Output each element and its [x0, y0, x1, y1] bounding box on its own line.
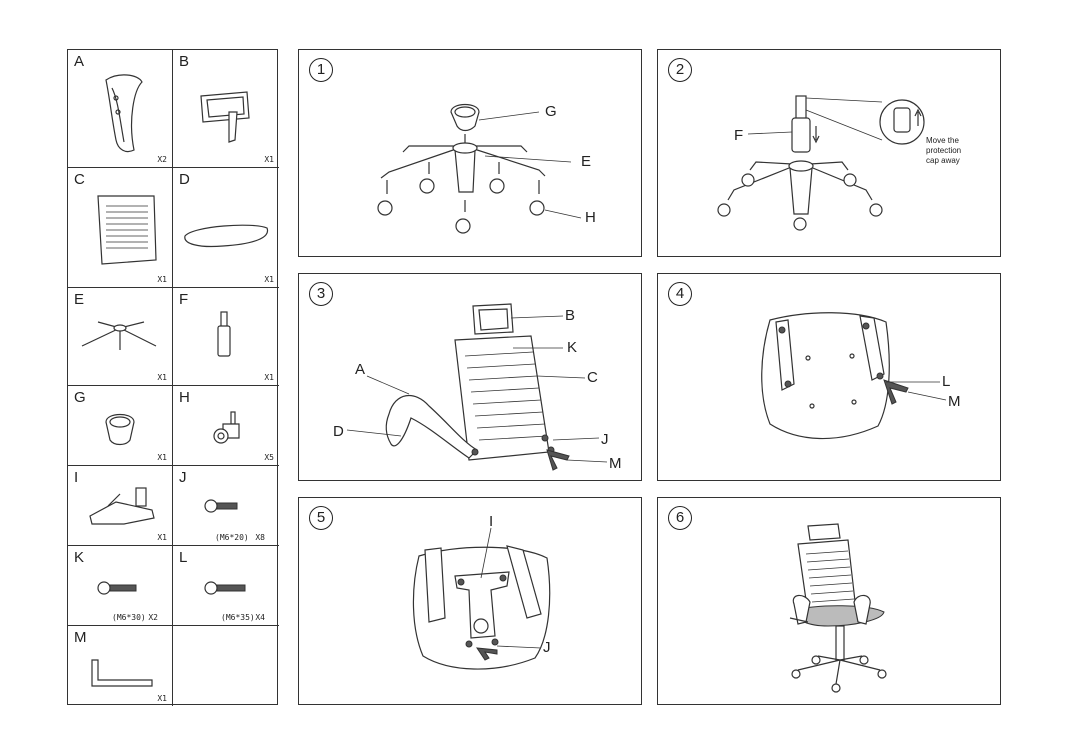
part-letter: G [74, 389, 86, 406]
step-3-panel: 3 B K C A D J M [298, 273, 642, 481]
step-number: 4 [668, 282, 692, 306]
part-qty: X1 [157, 275, 167, 284]
part-qty: X2 [148, 613, 158, 622]
part-letter: A [74, 53, 85, 70]
part-letter: K [74, 549, 85, 566]
step-number: 2 [668, 58, 692, 82]
label-l: L [942, 373, 951, 390]
label-b: B [565, 307, 576, 324]
label-c: C [587, 369, 598, 386]
step-1-panel: 1 G E H [298, 49, 642, 257]
part-cell-f: F X1 [173, 288, 279, 386]
part-qty: X1 [157, 694, 167, 703]
part-qty: X1 [264, 373, 274, 382]
part-letter: M [74, 629, 87, 646]
step-3-illustration [346, 303, 608, 471]
part-qty: X1 [157, 453, 167, 462]
label-a: A [355, 361, 366, 378]
mesh-backrest-icon [97, 195, 157, 265]
label-i: I [489, 513, 494, 530]
part-spec: (M6*20) [215, 533, 249, 542]
label-j: J [601, 431, 609, 448]
label-m: M [948, 393, 961, 410]
parts-list: A X2 B X1 C X1 D [67, 49, 279, 706]
note-line: cap away [926, 156, 960, 165]
part-letter: E [74, 291, 85, 308]
step-number: 6 [668, 506, 692, 530]
tilt-mechanism-icon [89, 487, 155, 525]
allen-key-icon [91, 659, 153, 687]
label-g: G [545, 103, 557, 120]
part-cell-i: I X1 [68, 466, 173, 546]
headrest-icon [200, 91, 250, 143]
step-number: 3 [309, 282, 333, 306]
step-6-assembled-chair [789, 523, 887, 693]
part-cell-e: E X1 [68, 288, 173, 386]
part-cell-a: A X2 [68, 50, 173, 168]
caster-wheel-icon [213, 411, 240, 444]
star-base-icon [81, 321, 157, 350]
part-letter: D [179, 171, 190, 188]
part-cell-b: B X1 [173, 50, 279, 168]
part-qty: X8 [255, 533, 265, 542]
part-letter: B [179, 53, 190, 70]
part-cell-j: J (M6*20) X8 [173, 466, 279, 546]
part-qty: X1 [264, 155, 274, 164]
part-spec: (M6*35) [221, 613, 255, 622]
label-d: D [333, 423, 344, 440]
part-qty: X5 [264, 453, 274, 462]
part-qty: X1 [157, 533, 167, 542]
casters [377, 162, 545, 234]
bolt-icon [204, 499, 238, 513]
part-letter: F [179, 291, 189, 308]
seat-cushion-icon [184, 224, 269, 248]
note-line: protection [926, 146, 962, 155]
step-1-illustration [377, 103, 582, 234]
step-number: 1 [309, 58, 333, 82]
part-cell-d: D X1 [173, 168, 279, 288]
part-letter: H [179, 389, 190, 406]
part-letter: C [74, 171, 85, 188]
part-cell-h: H X5 [173, 386, 279, 466]
step-4-panel: 4 L M [657, 273, 1001, 481]
step-2-panel: 2 F Move the protection cap away [657, 49, 1001, 257]
step-2-illustration [717, 95, 925, 231]
part-letter: L [179, 549, 188, 566]
armrest-icon [105, 74, 143, 153]
part-cell-k: K (M6*30) X2 [68, 546, 173, 626]
gas-lift-cover-icon [105, 413, 135, 446]
label-j: J [543, 639, 551, 656]
part-letter: I [74, 469, 79, 486]
step-5-illustration [412, 527, 551, 670]
step-6-panel: 6 [657, 497, 1001, 705]
label-h: H [585, 209, 596, 226]
part-letter: J [179, 469, 187, 486]
step-5-panel: 5 I J [298, 497, 642, 705]
part-cell-c: C X1 [68, 168, 173, 288]
part-cell-empty [173, 626, 279, 706]
part-spec: (M6*30) [112, 613, 146, 622]
part-cell-l: L (M6*35) X4 [173, 546, 279, 626]
part-qty: X1 [264, 275, 274, 284]
part-qty: X4 [255, 613, 265, 622]
gas-lift-icon [217, 311, 231, 357]
label-e: E [581, 153, 592, 170]
step-number: 5 [309, 506, 333, 530]
label-m: M [609, 455, 622, 472]
note-line: Move the [926, 136, 959, 145]
part-cell-g: G X1 [68, 386, 173, 466]
part-qty: X1 [157, 373, 167, 382]
part-cell-m: M X1 [68, 626, 173, 706]
bolt-icon [204, 581, 246, 595]
label-f: F [734, 127, 744, 144]
label-k: K [567, 339, 578, 356]
part-qty: X2 [157, 155, 167, 164]
bolt-icon [97, 581, 137, 595]
step-4-illustration [761, 312, 947, 440]
